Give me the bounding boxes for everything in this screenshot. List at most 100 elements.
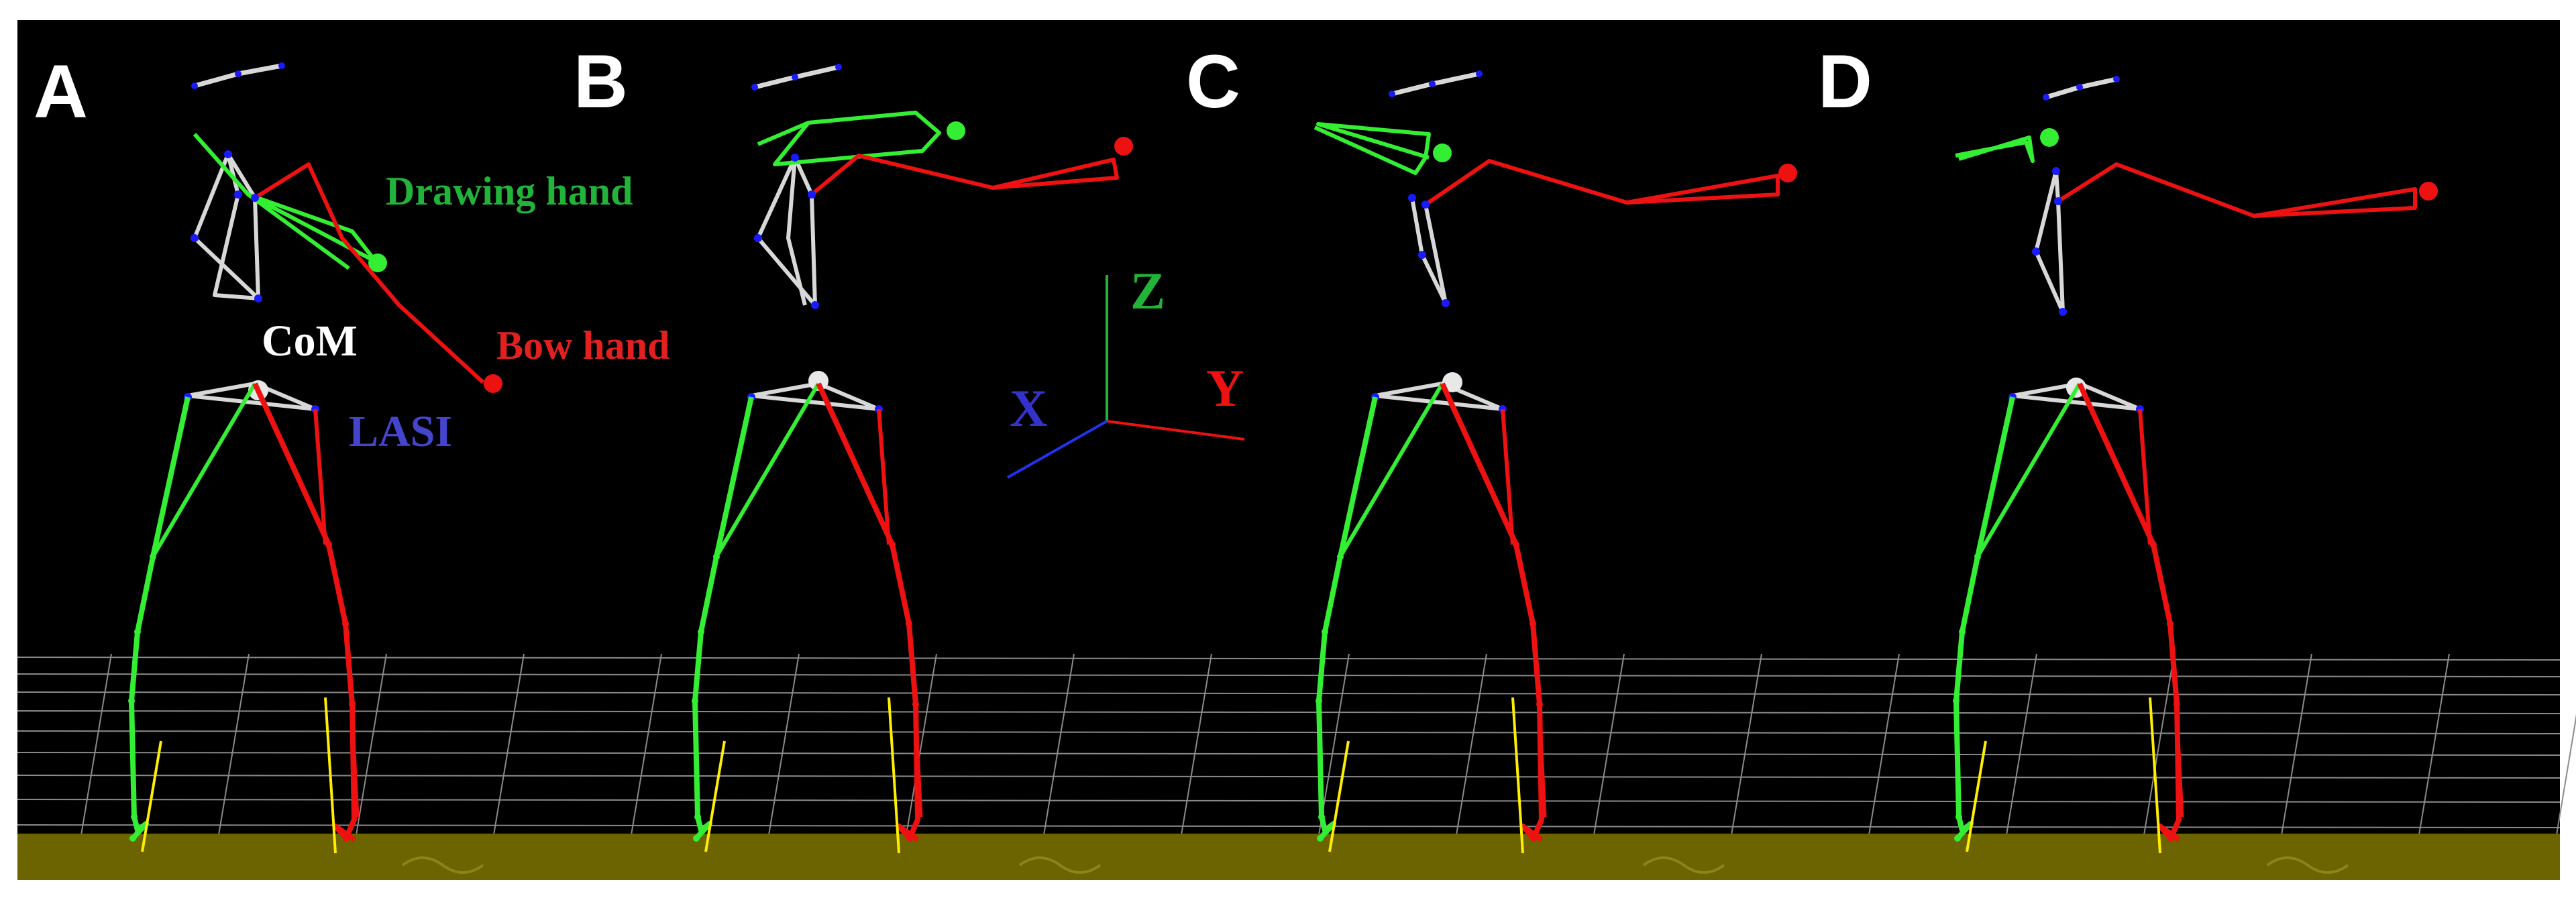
grid-line-horizontal <box>17 710 2561 714</box>
left-thigh-segment <box>1501 408 1515 545</box>
drawing-arm-segment <box>757 111 941 166</box>
left-thigh-segment <box>313 408 327 545</box>
right-leg-marker <box>713 553 720 560</box>
bow-arm-segment <box>1424 159 1780 207</box>
head-marker <box>1476 70 1483 77</box>
trunk-marker <box>2032 247 2040 256</box>
grid-line-vertical <box>1868 653 1900 836</box>
right-force-vector <box>141 740 162 852</box>
trunk-marker <box>2059 308 2067 316</box>
trunk-segment <box>193 152 260 300</box>
head-marker <box>235 70 241 77</box>
floor-marking <box>2266 856 2349 874</box>
com-marker <box>1442 372 1462 392</box>
right-thigh-segment <box>714 382 820 558</box>
panel-letter-c: C <box>1186 40 1240 123</box>
pelvis-segment <box>751 382 881 411</box>
left-shank-segment <box>1538 710 1547 818</box>
left-shank-segment <box>914 710 923 818</box>
grid-line-vertical <box>1456 653 1487 836</box>
head-marker <box>191 82 198 89</box>
left-thigh-segment <box>877 408 891 545</box>
head-marker <box>1389 91 1395 97</box>
grid-line-vertical <box>1593 653 1625 836</box>
right-leg-marker <box>694 813 701 820</box>
head-marker <box>2113 76 2120 82</box>
trunk-marker <box>1418 251 1426 259</box>
bow-arm-segment <box>2057 162 2417 218</box>
trunk-marker <box>1421 201 1430 209</box>
grid-line-vertical <box>2556 714 2576 836</box>
grid-line-horizontal <box>17 673 2561 677</box>
left-leg-marker <box>906 835 913 842</box>
skeleton-figure <box>1953 76 2438 854</box>
bow-hand-marker <box>2419 182 2438 201</box>
drawing-hand-marker <box>947 121 965 140</box>
trunk-marker <box>2052 167 2060 175</box>
drawing-arm-segment <box>193 133 378 270</box>
grid-line-horizontal <box>17 691 2561 695</box>
left-shank-segment <box>350 710 360 818</box>
left-leg-marker <box>889 541 896 548</box>
grid-line-vertical <box>1181 653 1212 836</box>
floor-marking <box>1018 856 1102 874</box>
right-leg-marker <box>1316 697 1322 704</box>
grid-line-vertical <box>2418 653 2450 836</box>
bow-hand-marker <box>1778 164 1797 182</box>
right-leg-marker <box>1322 628 1328 635</box>
left-force-vector <box>2149 697 2161 854</box>
grid-line-horizontal <box>17 824 2561 828</box>
bow-arm-segment <box>254 162 485 384</box>
trunk-marker <box>1408 194 1416 202</box>
trunk-marker <box>1442 299 1450 307</box>
trunk-marker <box>754 234 762 242</box>
left-force-vector <box>324 697 337 854</box>
x-axis <box>1007 420 1108 479</box>
trunk-marker <box>791 154 799 162</box>
capture-background <box>17 20 2560 880</box>
right-force-vector <box>1328 740 1350 852</box>
grid-line-vertical <box>2006 653 2037 836</box>
grid-line-vertical <box>493 653 525 836</box>
right-leg-segment <box>692 396 754 840</box>
head-marker <box>2043 94 2049 101</box>
trunk-marker <box>234 190 242 199</box>
com-marker <box>808 371 828 391</box>
right-leg-marker <box>1318 813 1325 820</box>
left-leg-marker <box>2167 620 2174 627</box>
panel-letter-d: D <box>1818 40 1872 123</box>
left-leg-marker <box>906 620 912 627</box>
grid-line-vertical <box>80 653 112 836</box>
grid-line-horizontal <box>17 730 2561 734</box>
right-thigh-segment <box>151 382 257 558</box>
drawing-hand-marker <box>368 254 387 272</box>
grid-line-horizontal <box>17 752 2561 756</box>
z-axis-label: Z <box>1130 262 1165 320</box>
right-leg-marker <box>693 835 700 842</box>
trunk-segment <box>1410 197 1448 305</box>
trunk-marker <box>224 150 232 158</box>
left-leg-marker <box>1530 835 1537 842</box>
left-leg-marker <box>2167 835 2174 842</box>
drawing-arm-segment <box>1955 135 2035 163</box>
right-force-vector <box>1966 740 1987 852</box>
left-leg-marker <box>2174 701 2180 708</box>
skeleton-figure <box>1313 70 1797 854</box>
bow-hand-marker <box>484 374 502 393</box>
left-force-vector <box>1511 697 1524 854</box>
right-force-vector <box>704 740 726 852</box>
right-leg-segment <box>1953 396 2015 840</box>
head-marker <box>751 84 758 91</box>
panel-letter-a: A <box>34 50 88 133</box>
force-plate-floor <box>17 834 2560 880</box>
right-leg-marker <box>129 835 136 842</box>
right-leg-marker <box>150 553 156 560</box>
grid-line-vertical <box>218 653 250 836</box>
right-leg-marker <box>1954 835 1961 842</box>
head-marker <box>835 64 842 70</box>
head-marker <box>2076 84 2083 91</box>
left-force-vector <box>888 697 900 854</box>
grid-line-vertical <box>631 653 662 836</box>
right-leg-marker <box>1959 628 1966 635</box>
skeleton-figure <box>692 64 1133 854</box>
